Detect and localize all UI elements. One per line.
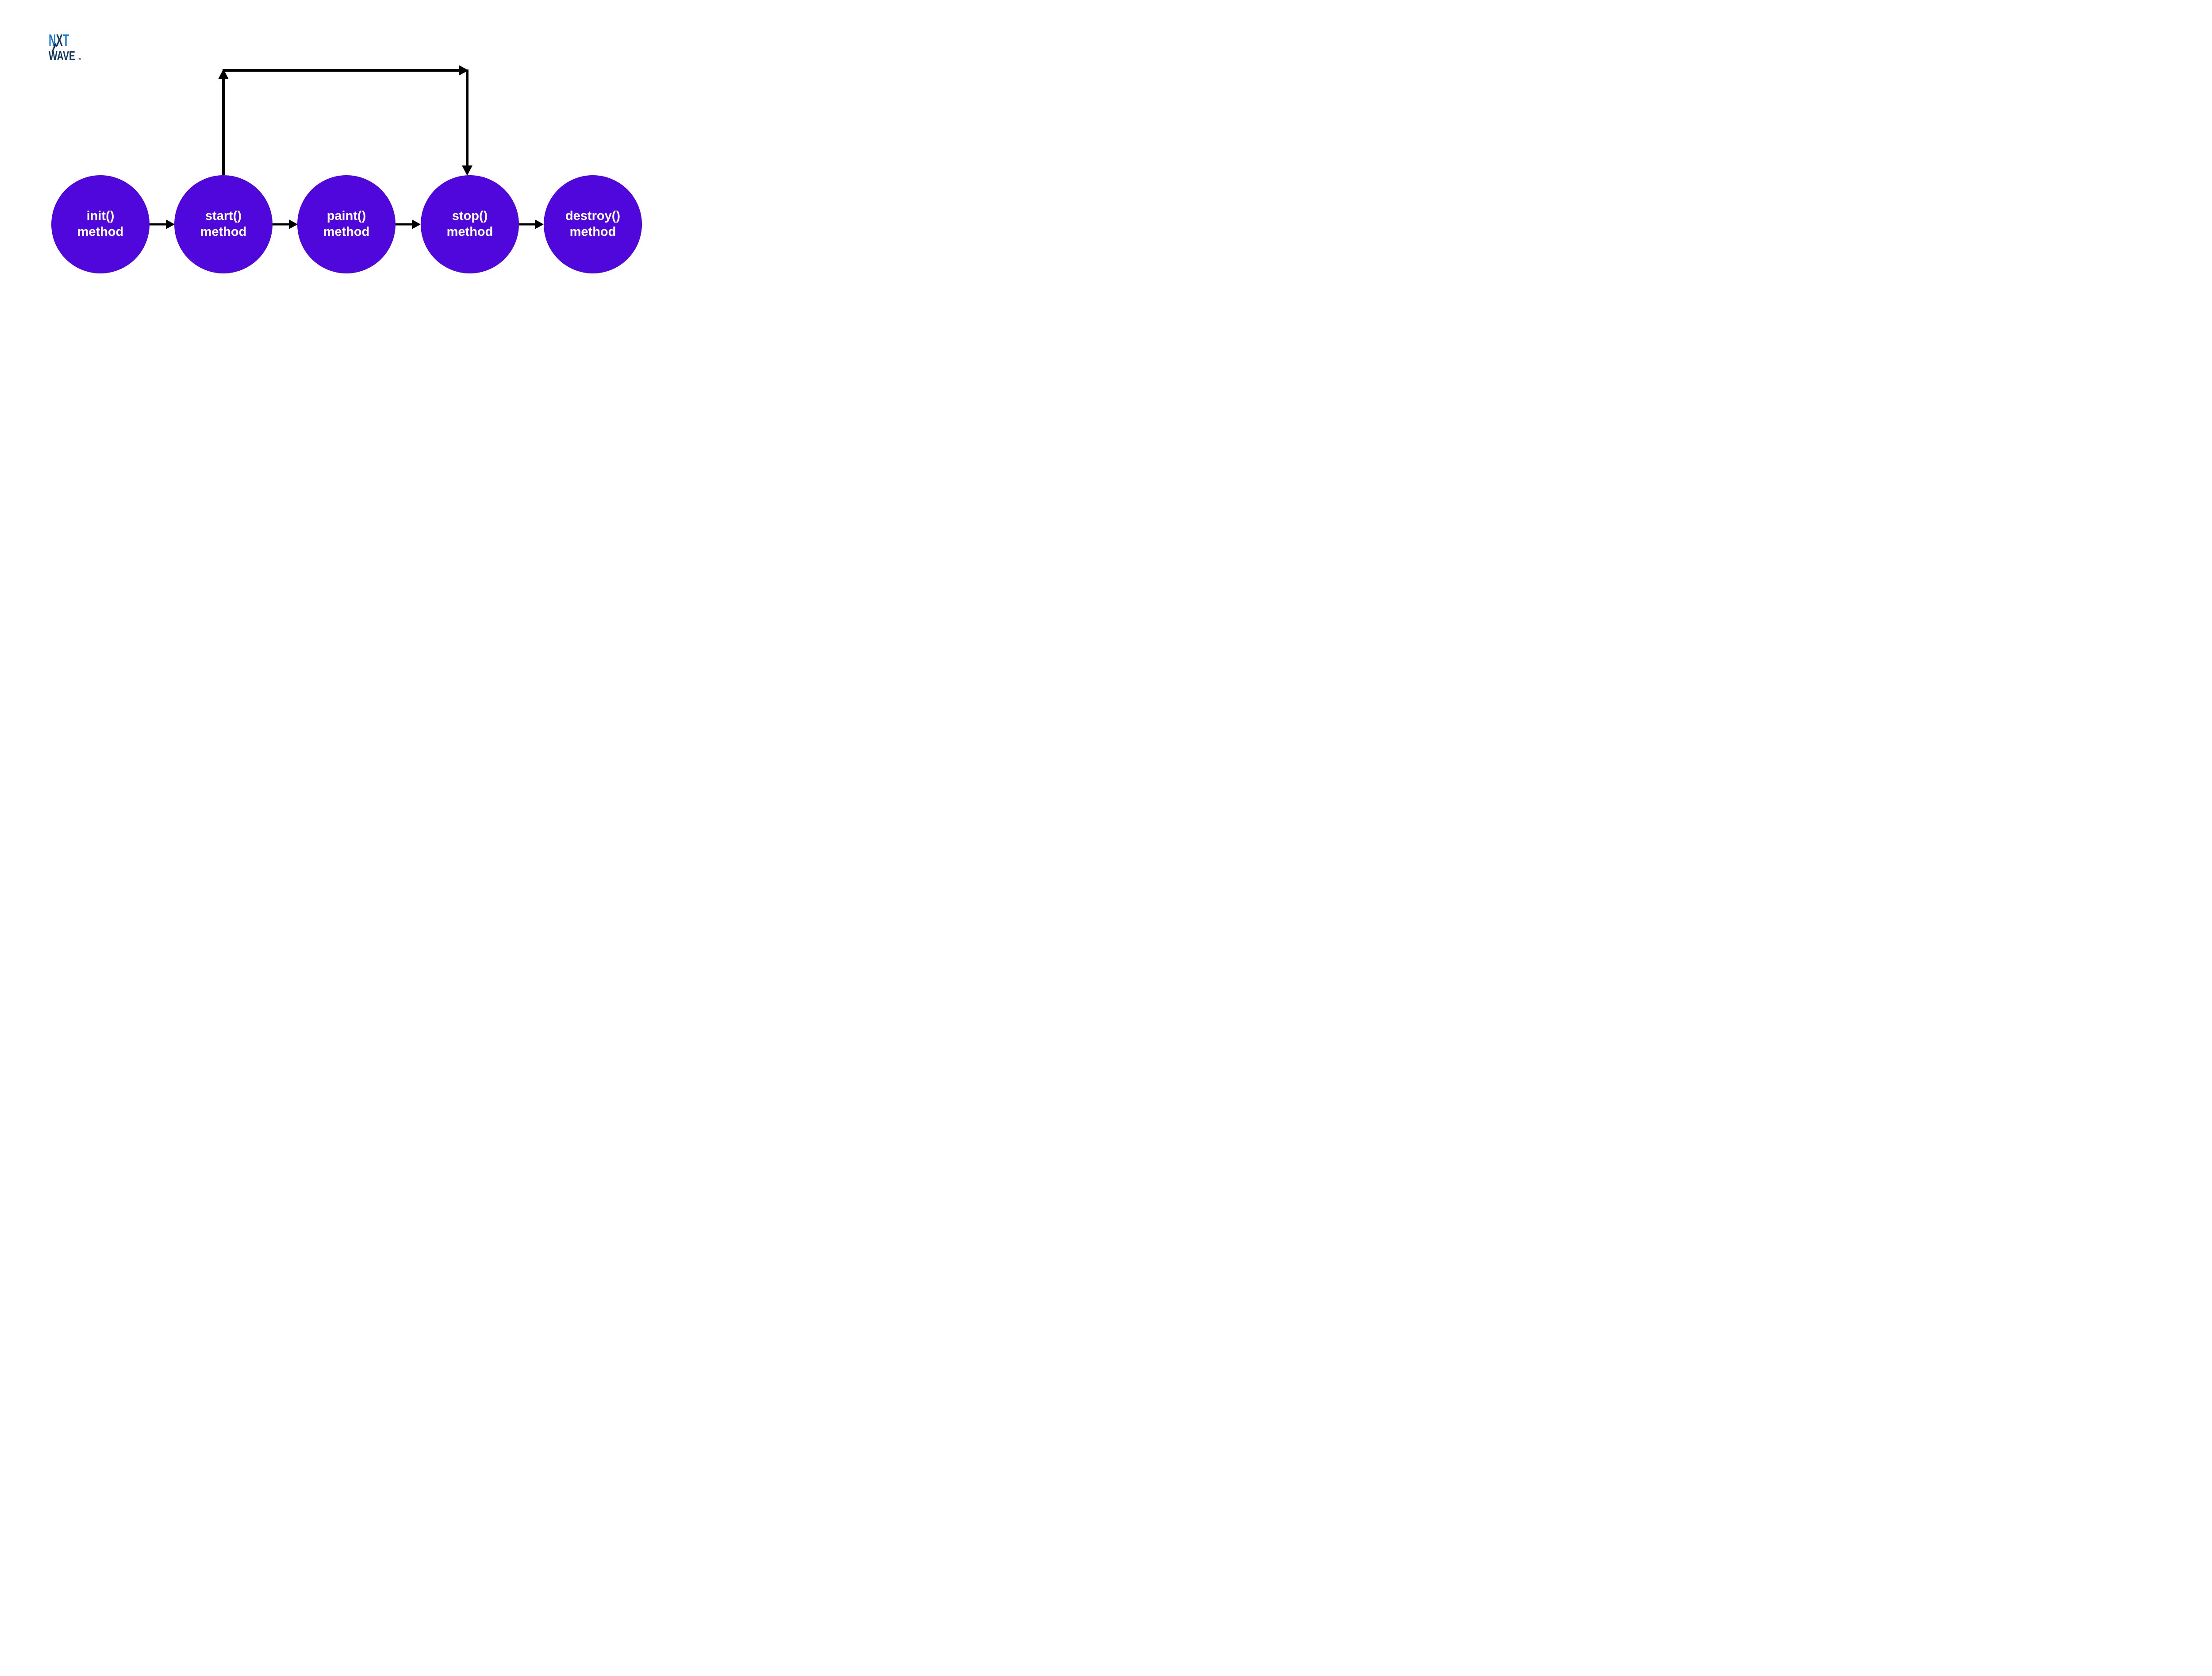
node-stop-method: stop() method [421, 175, 519, 273]
arrow-stop-to-destroy [519, 219, 544, 229]
flow-arrows [150, 65, 544, 229]
node-label-line2: method [323, 225, 370, 239]
nxtwave-logo: NXT WAVE ™ [46, 31, 126, 71]
node-label-line1: start() [205, 209, 242, 223]
nxtwave-logo-graphic: NXT WAVE ™ [49, 31, 81, 63]
logo-letter-x: X [56, 31, 63, 50]
node-label-line2: method [569, 225, 616, 239]
node-start-method: start() method [174, 175, 273, 273]
node-destroy-method: destroy() method [544, 175, 642, 273]
logo-trademark: ™ [77, 58, 81, 62]
node-label-line1: destroy() [565, 209, 621, 223]
logo-nxt-text: NXT [49, 31, 69, 50]
node-paint-method: paint() method [297, 175, 396, 273]
node-label-line1: init() [86, 209, 115, 223]
node-label-line1: paint() [326, 209, 366, 223]
loop-arrow-start-to-stop [218, 65, 472, 176]
arrow-paint-to-stop [396, 219, 421, 229]
node-init-method: init() method [51, 175, 150, 273]
applet-lifecycle-diagram: NXT WAVE ™ [0, 0, 694, 343]
logo-letter-t: T [63, 31, 69, 50]
arrow-init-to-start [150, 219, 175, 229]
logo-arrow-icon [51, 43, 57, 53]
arrow-start-to-paint [273, 219, 298, 229]
node-label-line2: method [446, 225, 493, 239]
node-label-line2: method [200, 225, 247, 239]
node-label-line2: method [77, 225, 124, 239]
node-label-line1: stop() [452, 209, 488, 223]
